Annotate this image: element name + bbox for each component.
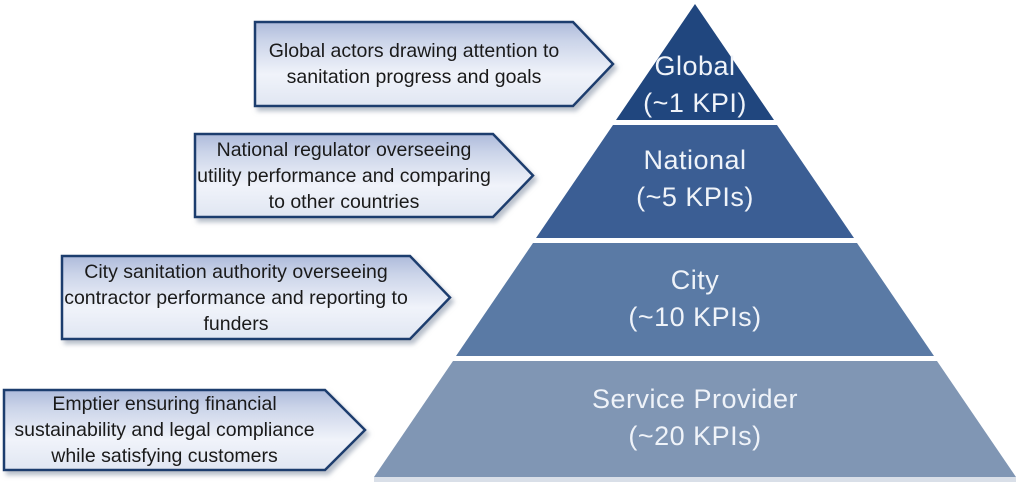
pyramid-level-global — [616, 4, 774, 120]
pyramid-level-service-provider — [374, 361, 1016, 477]
pyramid-level-national — [536, 125, 854, 238]
pyramid-base-shadow — [374, 477, 1016, 482]
callout-arrow-national — [193, 132, 535, 219]
callout-arrow-city — [60, 254, 452, 341]
callout-arrow-emptier — [2, 388, 367, 472]
pyramid-level-city — [456, 243, 934, 356]
callout-arrow-global — [253, 20, 615, 108]
